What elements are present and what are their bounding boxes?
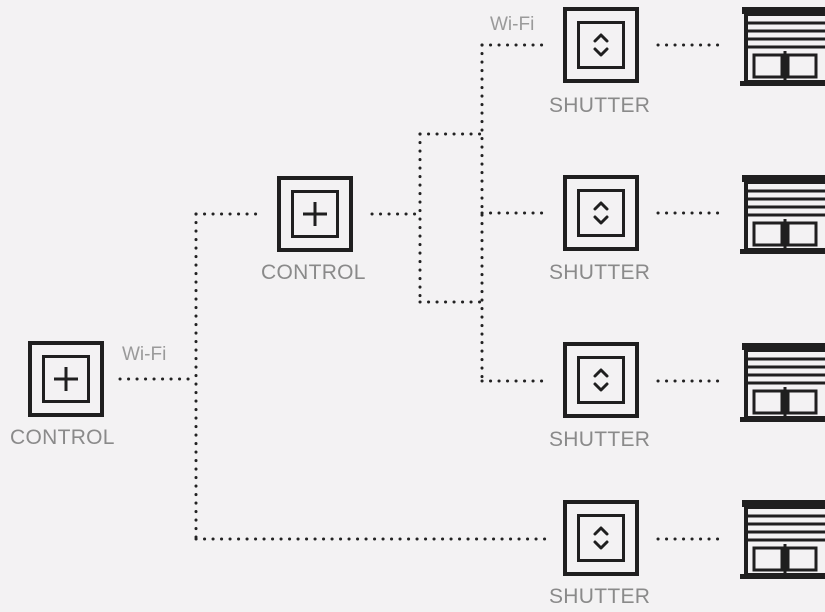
up-down-chevron-icon — [593, 201, 609, 225]
plus-icon — [303, 202, 327, 226]
control-main-inner-frame — [42, 355, 90, 403]
control-secondary-inner-frame — [291, 190, 339, 238]
shutter-4-label: SHUTTER — [549, 585, 651, 608]
up-down-chevron-icon — [593, 526, 609, 550]
roller-shutter-icon — [740, 7, 825, 86]
shutter-2-device[interactable] — [563, 175, 639, 251]
shutter-3-device[interactable] — [563, 342, 639, 418]
control-secondary-device[interactable] — [277, 176, 353, 252]
control-secondary-label: CONTROL — [261, 261, 366, 284]
shutter-4-device[interactable] — [563, 500, 639, 576]
shutter-2-label: SHUTTER — [549, 261, 651, 284]
roller-shutter-icon — [740, 343, 825, 422]
roller-shutter-icon — [740, 500, 825, 579]
plus-icon — [54, 367, 78, 391]
control-main-wifi-label: Wi-Fi — [122, 344, 167, 365]
shutter-1-wifi-label: Wi-Fi — [490, 14, 535, 35]
up-down-chevron-icon — [593, 33, 609, 57]
shutter-3-inner-frame — [577, 356, 625, 404]
control-main-device[interactable] — [28, 341, 104, 417]
shutter-4-inner-frame — [577, 514, 625, 562]
roller-shutter-icon — [740, 175, 825, 254]
control-main-label: CONTROL — [10, 426, 115, 449]
shutter-1-inner-frame — [577, 21, 625, 69]
shutter-1-label: SHUTTER — [549, 94, 651, 117]
up-down-chevron-icon — [593, 368, 609, 392]
shutter-1-device[interactable] — [563, 7, 639, 83]
shutter-3-label: SHUTTER — [549, 428, 651, 451]
shutter-2-inner-frame — [577, 189, 625, 237]
